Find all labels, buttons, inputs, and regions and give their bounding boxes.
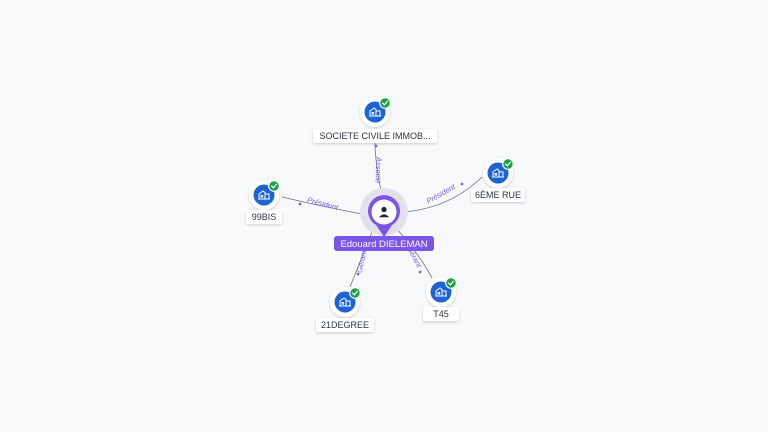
company-label-bg	[471, 188, 525, 202]
edge-arrow	[460, 182, 464, 186]
edge-t45: Gérant	[395, 227, 433, 279]
company-node-disc	[364, 101, 386, 123]
edge-label-societe: Associé	[374, 156, 384, 184]
company-node-disc	[430, 281, 452, 303]
company-node-disc	[253, 184, 275, 206]
company-node-99bis[interactable]: 99BIS	[246, 180, 282, 224]
company-label-bg	[246, 210, 282, 224]
company-name-societe: SOCIETE CIVILE IMMOB...	[319, 131, 430, 141]
building-icon	[369, 107, 381, 117]
company-name-21degree: 21DEGREE	[321, 320, 369, 330]
edge-arrow	[298, 202, 302, 206]
edge-label-99bis: Président	[306, 195, 340, 212]
verified-check-icon	[379, 97, 391, 109]
edge-arrow	[418, 270, 422, 274]
verified-check-icon	[349, 287, 361, 299]
company-node-societe[interactable]: SOCIETE CIVILE IMMOB...	[313, 97, 437, 143]
company-node-sixeme[interactable]: 6ÈME RUE	[471, 158, 525, 202]
company-label-bg	[423, 307, 459, 321]
building-icon	[339, 297, 351, 307]
verified-check-icon	[445, 277, 457, 289]
edge-arrow	[356, 272, 360, 276]
building-icon	[435, 287, 447, 297]
edge-line	[395, 227, 433, 279]
nodes-layer: SOCIETE CIVILE IMMOB... 6ÈME RUE T45 21DEGR…	[246, 97, 525, 332]
company-name-sixeme: 6ÈME RUE	[475, 190, 521, 200]
center-label-bg	[334, 236, 434, 251]
company-node-disc	[334, 291, 356, 313]
company-node-21degree[interactable]: 21DEGREE	[316, 287, 374, 332]
person-icon	[378, 206, 390, 218]
building-icon	[492, 168, 504, 178]
edge-label-21degree: Gérant	[355, 248, 369, 273]
building-icon	[258, 190, 270, 200]
company-label-bg	[313, 129, 437, 143]
company-label-bg	[316, 318, 374, 332]
company-name-99bis: 99BIS	[252, 212, 277, 222]
company-node-disc	[487, 162, 509, 184]
edge-99bis: Président	[281, 195, 363, 215]
edge-sixeme: Président	[403, 176, 483, 213]
edge-line	[403, 176, 483, 213]
company-name-t45: T45	[433, 309, 449, 319]
company-node-t45[interactable]: T45	[423, 277, 459, 321]
edge-line	[281, 196, 363, 215]
center-node[interactable]: Edouard DIELEMAN	[334, 188, 434, 251]
verified-check-icon	[268, 180, 280, 192]
center-name: Edouard DIELEMAN	[340, 239, 427, 250]
edge-label-sixeme: Président	[425, 182, 458, 206]
verified-check-icon	[502, 158, 514, 170]
edge-arrow	[374, 144, 378, 148]
